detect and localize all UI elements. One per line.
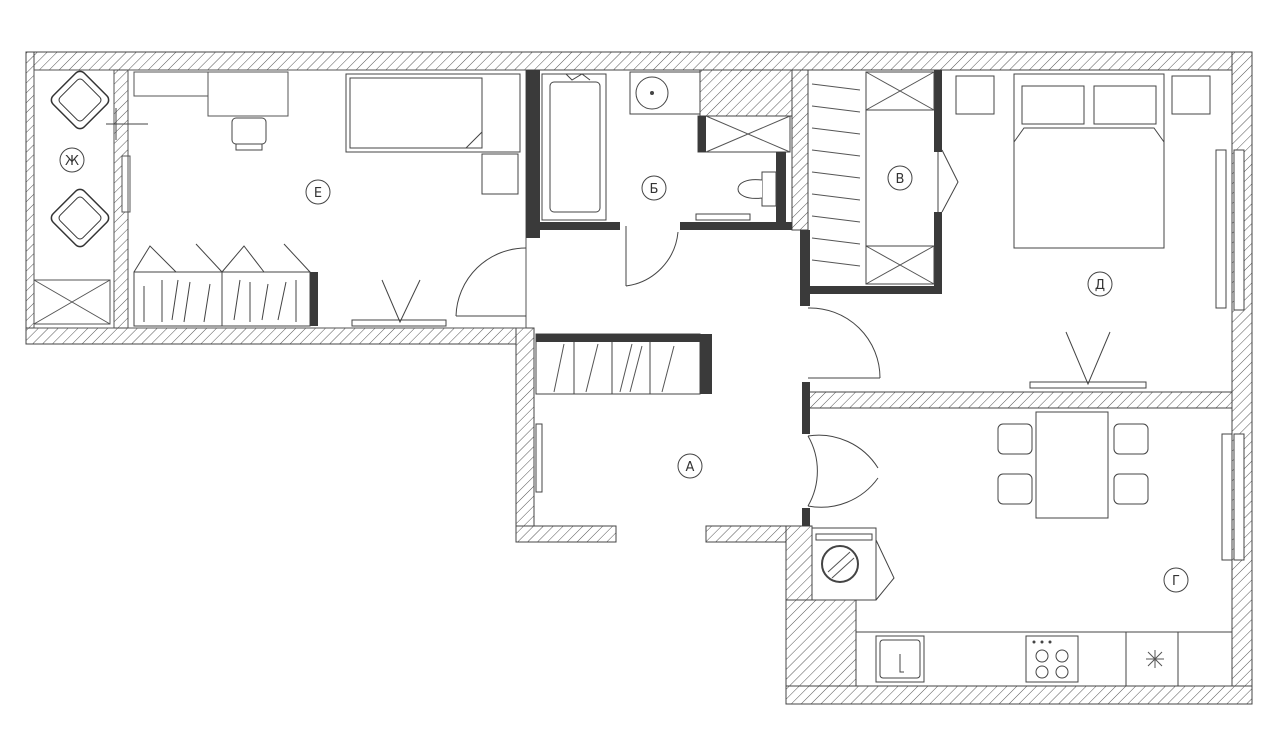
room-label-b: Б — [641, 175, 667, 201]
bed-icon — [1013, 73, 1165, 249]
hall — [535, 333, 879, 526]
bedroom — [807, 73, 1245, 389]
svg-text:Б: Б — [650, 182, 659, 197]
room-label-a: А — [677, 453, 703, 479]
bathroom — [526, 70, 792, 287]
shower-icon — [697, 115, 791, 222]
dining-table-icon — [1035, 411, 1109, 519]
toilet-icon — [737, 171, 777, 207]
bathtub-icon — [541, 73, 607, 221]
chair-icon — [997, 423, 1149, 505]
desk-icon — [207, 71, 289, 117]
room-label-g: Г — [1163, 567, 1189, 593]
svg-text:Д: Д — [1095, 278, 1105, 293]
stove-icon — [1025, 635, 1079, 683]
svg-text:Е: Е — [314, 186, 322, 201]
wardrobe-icon — [133, 243, 318, 327]
room-label-v: В — [887, 165, 913, 191]
svg-text:А: А — [686, 460, 695, 475]
room-e — [127, 69, 527, 329]
door-swing-icon — [455, 247, 527, 317]
closet — [800, 69, 959, 306]
door-swing-icon — [807, 435, 818, 507]
bed-icon — [345, 73, 521, 153]
balcony — [33, 69, 148, 329]
wardrobe-icon — [535, 333, 712, 395]
sink-icon — [629, 71, 701, 115]
room-label-zh: Ж — [59, 147, 85, 173]
svg-text:Г: Г — [1172, 574, 1180, 589]
armchair-icon — [50, 70, 110, 130]
kitchen-sink-icon — [875, 635, 925, 683]
svg-text:В: В — [896, 172, 905, 187]
kitchen — [811, 411, 1245, 687]
room-label-e: Е — [305, 179, 331, 205]
room-label-d: Д — [1087, 271, 1113, 297]
washing-machine-icon — [811, 527, 877, 601]
svg-text:Ж: Ж — [65, 154, 79, 169]
chair-icon — [231, 117, 267, 151]
door-swing-icon — [625, 231, 679, 287]
armchair-icon — [50, 188, 110, 248]
door-swing-icon — [807, 307, 881, 379]
